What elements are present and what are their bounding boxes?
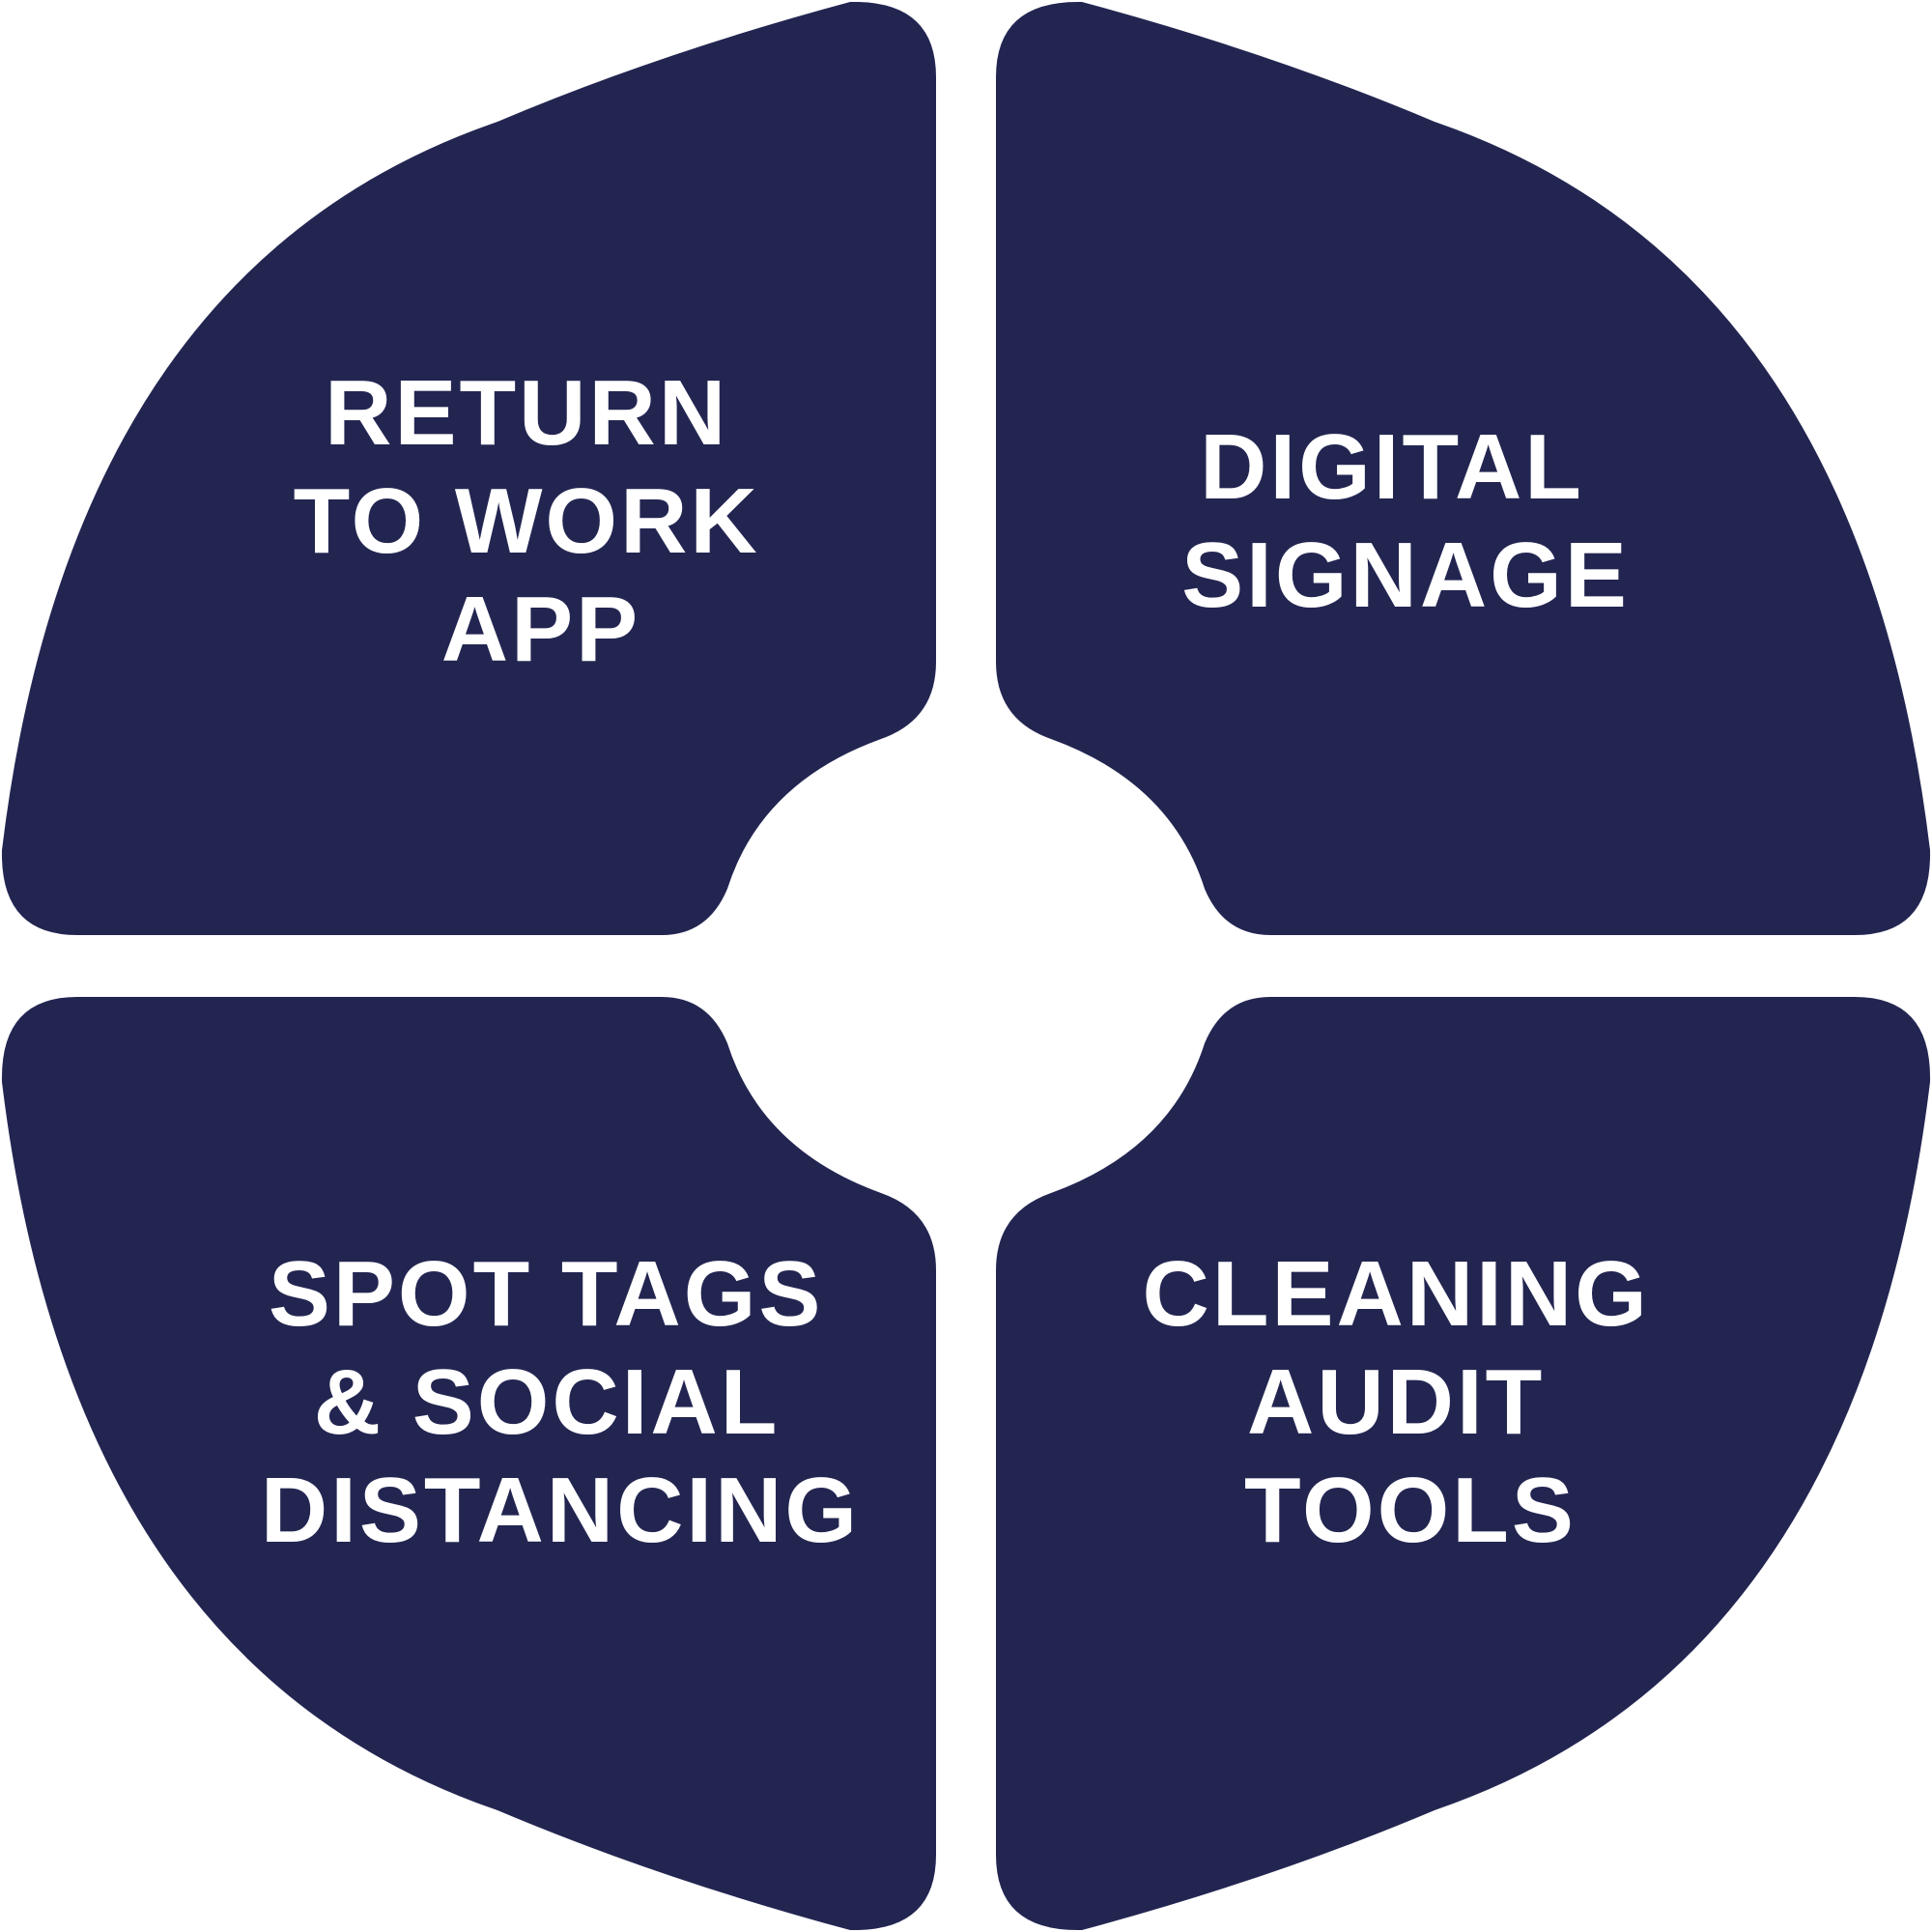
- segment-label-line: CLEANING: [1143, 1242, 1650, 1346]
- svg-text:RETURN TO WORK APP: RETURN TO WORK APP: [294, 361, 789, 681]
- segment-label-line: SIGNAGE: [1181, 524, 1630, 627]
- segment-shape-top-right: [996, 1, 1931, 935]
- segment-label-line: DIGITAL: [1200, 415, 1582, 519]
- segment-label-line: AUDIT: [1247, 1350, 1545, 1454]
- segment-label-line: TO WORK: [294, 469, 760, 573]
- segment-label-line: RETURN: [325, 361, 728, 465]
- svg-text:CLEANING AUDIT TOO: CLEANING AUDIT TOOLS: [1143, 1242, 1679, 1562]
- segment-label-line: APP: [441, 578, 640, 681]
- segment-return-to-work-app: RETURN TO WORK APP: [1, 1, 936, 935]
- segment-label-line: TOOLS: [1244, 1459, 1577, 1562]
- segment-digital-signage: DIGITAL SIGNAGE: [996, 1, 1931, 935]
- segment-shape-bottom-right: [996, 997, 1931, 1931]
- segment-spot-tags-social-distancing: SPOT TAGS & SOCIAL DISTANCING: [1, 997, 936, 1931]
- segment-cleaning-audit-tools: CLEANING AUDIT TOOLS: [996, 997, 1931, 1931]
- segment-label-line: DISTANCING: [261, 1459, 860, 1562]
- segment-label-line: SPOT TAGS: [269, 1242, 824, 1346]
- svg-text:SPOT TAGS & SOCIAL: SPOT TAGS & SOCIAL DISTANCING: [261, 1242, 860, 1562]
- segment-shape-top-left: [1, 1, 936, 935]
- segment-shape-bottom-left: [1, 997, 936, 1931]
- svg-text:DIGITAL SIGNAGE: DIGITAL SIGNAGE: [1181, 415, 1630, 627]
- segment-label-line: & SOCIAL: [314, 1350, 779, 1454]
